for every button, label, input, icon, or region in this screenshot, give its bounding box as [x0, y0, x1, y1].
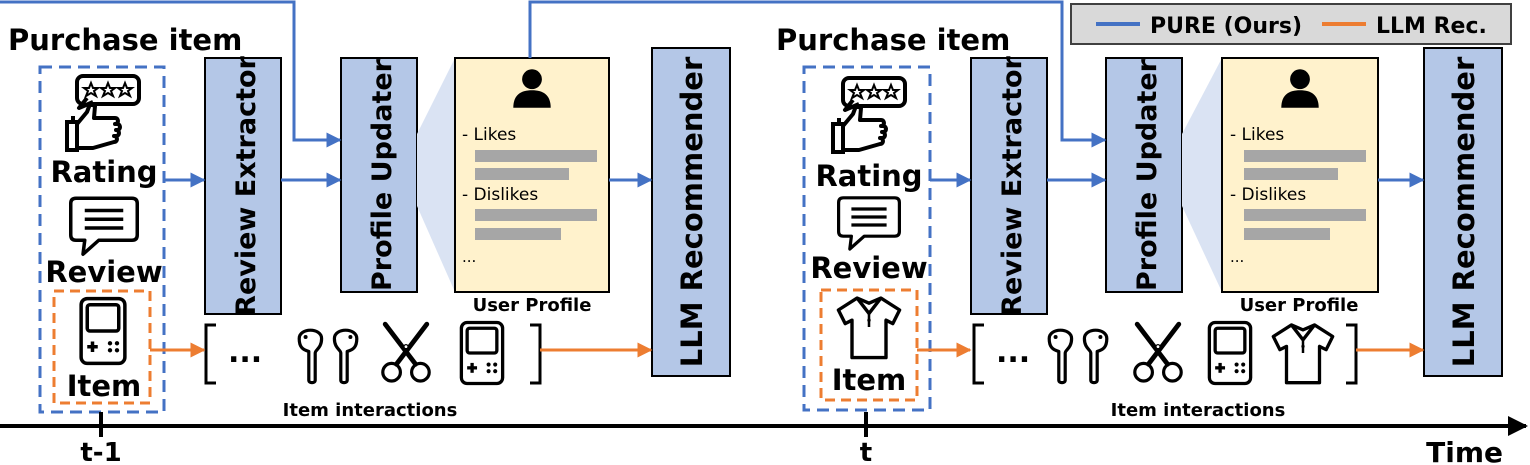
text-bar: [475, 168, 569, 180]
text-bar: [475, 228, 561, 240]
llm-recommender-box: [1423, 47, 1503, 377]
review-label: Review: [810, 251, 927, 285]
profile-zoom-shadow: [417, 58, 455, 292]
review-icon: [836, 195, 902, 251]
profile-dislikes: - Dislikes: [462, 185, 538, 205]
item-label: Item: [67, 369, 142, 403]
arrow-prior-profile-feed: [0, 0, 342, 148]
item-group-box: [819, 288, 919, 402]
game-console-icon: [79, 296, 127, 366]
stage-t: Purchase item Rating Review Item Review …: [776, 23, 1503, 421]
scissors-icon: [383, 324, 429, 381]
shirt-icon: [1271, 323, 1335, 385]
text-bar: [475, 209, 597, 221]
llm-recommender-label: LLM Recommender: [675, 56, 709, 367]
interactions-caption: Item interactions: [283, 400, 458, 421]
text-bar: [475, 150, 597, 162]
game-console-icon: [1207, 320, 1253, 386]
profile-updater-label: Profile Updater: [1132, 58, 1163, 291]
interactions-bracket-left: [204, 323, 216, 385]
interactions-caption: Item interactions: [1111, 400, 1286, 421]
interactions-bracket-right: [1346, 323, 1358, 385]
purchase-item-title: Purchase item: [8, 23, 242, 57]
llm-recommender-label: LLM Recommender: [1447, 56, 1481, 367]
rating-icon: [65, 74, 141, 152]
interactions-bracket-right: [530, 323, 542, 385]
profile-more: ...: [462, 248, 476, 266]
profile-more: ...: [1230, 248, 1244, 266]
llm-recommender-box: [651, 47, 731, 377]
time-tick-label: t: [860, 438, 872, 465]
user-profile-caption: User Profile: [1240, 295, 1359, 316]
interactions-bracket-left: [972, 323, 984, 385]
purchase-item-title: Purchase item: [776, 23, 1010, 57]
stage-t-minus-1: Purchase item Rating Review Item Review …: [8, 23, 731, 421]
review-extractor-box: [970, 57, 1048, 315]
review-label: Review: [45, 255, 162, 289]
legend-llm-label: LLM Rec.: [1376, 14, 1487, 39]
profile-dislikes: - Dislikes: [1230, 185, 1306, 205]
scissors-icon: [1135, 324, 1181, 381]
review-extractor-box: [204, 57, 282, 315]
interactions-ellipsis: ...: [996, 335, 1030, 370]
purchase-group-box: [802, 65, 932, 412]
text-bar: [1244, 168, 1338, 180]
item-group-box: [52, 289, 152, 405]
review-extractor-label: Review Extractor: [997, 55, 1028, 315]
rating-label: Rating: [815, 159, 922, 193]
text-bar: [1244, 150, 1366, 162]
profile-likes: - Likes: [462, 125, 516, 145]
legend-box: [1070, 3, 1512, 45]
shirt-icon: [836, 296, 902, 360]
time-axis-label: Time: [1426, 436, 1503, 465]
rating-label: Rating: [50, 155, 157, 189]
earbuds-icon: [297, 328, 359, 385]
text-bar: [1244, 209, 1366, 221]
earbuds-icon: [1047, 328, 1109, 385]
rating-icon: [831, 76, 907, 154]
item-label: Item: [832, 363, 907, 397]
time-axis: t-1 t Time: [0, 412, 1528, 465]
text-bar: [1244, 228, 1330, 240]
profile-likes: - Likes: [1230, 125, 1284, 145]
game-console-icon: [459, 320, 505, 386]
interactions-ellipsis: ...: [228, 335, 262, 370]
profile-zoom-shadow: [1182, 58, 1222, 292]
user-profile-caption: User Profile: [473, 295, 592, 316]
legend: PURE (Ours) LLM Rec.: [1070, 3, 1512, 45]
legend-pure-label: PURE (Ours): [1150, 14, 1302, 39]
review-extractor-label: Review Extractor: [231, 55, 262, 315]
profile-updater-label: Profile Updater: [367, 58, 398, 291]
review-icon: [68, 196, 140, 257]
time-tick-label: t-1: [80, 438, 121, 465]
purchase-group-box: [38, 65, 166, 414]
arrow-profile-carryover: [528, 0, 1107, 148]
